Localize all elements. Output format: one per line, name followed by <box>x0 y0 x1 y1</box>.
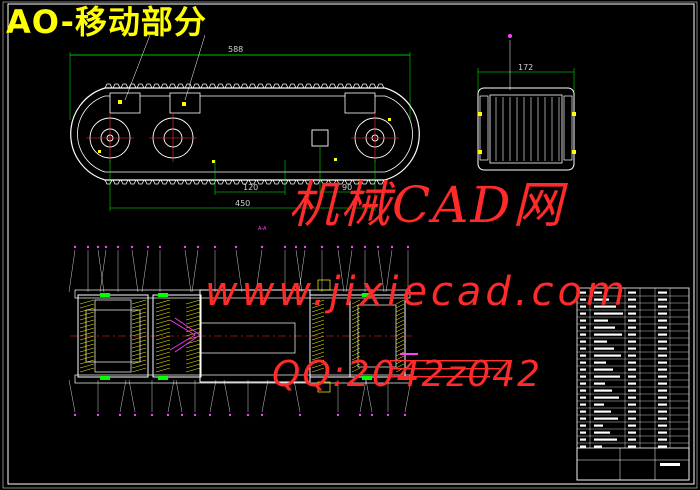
watermark-qq: QQ:2042z042 <box>272 354 543 395</box>
section-view: A-A <box>68 226 510 417</box>
parts-list-table <box>576 287 690 481</box>
svg-text:A-A: A-A <box>258 226 267 232</box>
drawing-border <box>7 3 695 485</box>
track-outline <box>70 87 420 181</box>
track-side-view: 588 <box>69 34 420 211</box>
dim-pitch-right: 90 <box>342 183 352 192</box>
track-teeth-bottom <box>104 179 385 185</box>
track-teeth-top <box>104 83 385 89</box>
watermark-url: www.jixiecad.com <box>205 269 629 315</box>
dim-pitch-left: 120 <box>243 183 258 192</box>
dim-top-length: 588 <box>228 45 243 54</box>
track-end-view: 172 <box>477 34 576 171</box>
watermark-site-name: 机械CAD网 <box>288 176 565 234</box>
dim-side-width: 172 <box>518 63 533 72</box>
title-block <box>576 447 690 481</box>
drawing-title: AO-移动部分 <box>6 3 207 41</box>
dim-overall: 450 <box>235 199 250 208</box>
